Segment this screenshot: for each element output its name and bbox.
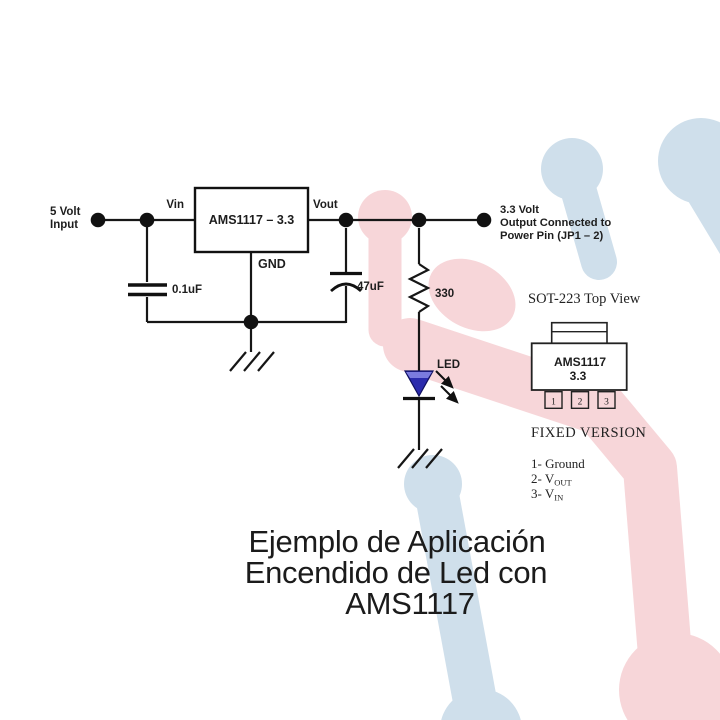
vout-label: Vout (313, 199, 338, 211)
caption-line-1: Ejemplo de Aplicación (249, 524, 546, 559)
sot223-tab (550, 321, 608, 345)
sot223-pin-2-num: 2 (578, 398, 583, 408)
ground-symbol-main (229, 351, 275, 372)
pin-desc-3: 3- VIN (531, 486, 563, 503)
gnd-label: GND (258, 257, 286, 271)
junction-dot-cap1 (139, 212, 155, 228)
blue-pad-bottom (441, 689, 521, 720)
sot223-pin-1 (544, 391, 563, 410)
led-symbol (403, 370, 459, 404)
junction-dot-ground (243, 314, 259, 330)
fixed-version-label: FIXED VERSION (531, 425, 646, 441)
regulator-label: AMS1117 – 3.3 (209, 213, 295, 227)
vin-label: Vin (166, 199, 184, 211)
schematic-labels: 5 Volt Input Vin Vout GND 0.1uF 47uF 330… (50, 199, 611, 371)
input-label-line2: Input (50, 219, 78, 231)
pink-pad-bottom (619, 633, 720, 720)
cap-0u1-label: 0.1uF (172, 284, 202, 296)
sot223-body (530, 342, 628, 391)
caption-line-3: AMS1117 (345, 586, 474, 621)
pin-desc-2-prefix: 2- V (531, 471, 555, 486)
led-light-arrows (435, 370, 459, 404)
output-label-line2: Output Connected to (500, 217, 611, 229)
caption-line-2: Encendido de Led con (245, 555, 548, 590)
cap-47u-symbol (330, 271, 362, 293)
input-terminal-dot (90, 212, 106, 228)
junction-dots (90, 212, 492, 330)
pin-desc-3-prefix: 3- V (531, 486, 555, 501)
output-label-line3: Power Pin (JP1 – 2) (500, 230, 603, 242)
cap-0u1-symbol (128, 283, 167, 297)
blue-stem-bottom (415, 473, 499, 720)
sot223-pin-3 (597, 391, 616, 410)
junction-dot-vout (338, 212, 354, 228)
resistor-value-label: 330 (435, 288, 454, 300)
sot223-pin-2 (570, 391, 590, 410)
pink-elbow (428, 258, 516, 332)
sot223-pin-3-num: 3 (604, 398, 609, 408)
sot223-chip-voltage: 3.3 (570, 369, 587, 383)
led-label: LED (437, 359, 460, 371)
led-highlight (406, 372, 432, 378)
watermark-blue-traces (404, 118, 720, 720)
blue-stem-top-left (559, 167, 617, 280)
pin-desc-2-subscript: OUT (554, 478, 572, 488)
watermark-layer (358, 118, 720, 720)
blue-stem-top-right (685, 169, 720, 254)
pin-desc-1: 1- Ground (531, 456, 585, 471)
regulator-box (193, 186, 310, 254)
sot223-section: SOT-223 Top View AMS1117 3.3 1 2 3 FIXED… (528, 291, 646, 503)
input-label-line1: 5 Volt (50, 206, 81, 218)
pin-desc-3-subscript: IN (554, 493, 563, 503)
resistor-330-symbol (407, 263, 431, 313)
output-label-line1: 3.3 Volt (500, 204, 539, 216)
pin-desc-2: 2- VOUT (531, 471, 573, 488)
sot223-chip-name: AMS1117 (554, 355, 606, 369)
pink-diagonal-trace (383, 318, 692, 682)
watermark-pink-trace (358, 190, 720, 720)
cap-47u-label: 47uF (357, 281, 384, 293)
output-terminal-dot (476, 212, 492, 228)
sot223-heading: SOT-223 Top View (528, 291, 641, 307)
caption-block: Ejemplo de Aplicación Encendido de Led c… (245, 524, 548, 621)
sot223-pin-1-num: 1 (551, 398, 556, 408)
ground-symbol-led (397, 448, 443, 469)
junction-dot-resistor (411, 212, 427, 228)
